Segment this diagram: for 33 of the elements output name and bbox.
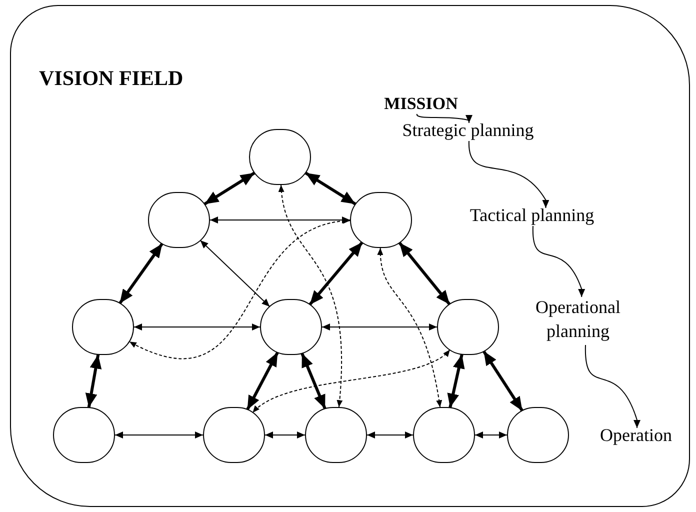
arrow xyxy=(532,226,586,298)
thick-arrow xyxy=(482,350,524,412)
thick-arrow xyxy=(300,352,326,410)
arrow xyxy=(366,432,414,438)
stage-label: Strategic planning xyxy=(373,121,563,139)
arrow xyxy=(264,432,306,438)
thick-arrow xyxy=(246,352,279,410)
thick-arrow xyxy=(447,354,465,408)
field-heading: VISION FIELD xyxy=(39,65,184,92)
thick-arrow xyxy=(85,354,102,408)
dashed-arrow xyxy=(378,248,442,408)
thick-arrow xyxy=(304,172,356,206)
dashed-arrow xyxy=(252,349,450,414)
vision-field-frame xyxy=(10,5,690,507)
thick-arrow xyxy=(308,241,364,306)
stage-label: Tactical planning xyxy=(441,206,623,224)
arrow xyxy=(322,324,438,330)
dashed-arrow xyxy=(128,218,350,360)
arrow xyxy=(585,344,640,428)
stage-label: MISSION xyxy=(371,95,471,112)
dashed-arrow xyxy=(278,184,342,408)
thick-arrow xyxy=(398,242,451,306)
arrow xyxy=(210,216,350,224)
arrow xyxy=(200,240,270,308)
stage-label: Operational planning xyxy=(513,295,643,343)
stage-label: Operation xyxy=(579,426,693,444)
arrow xyxy=(416,114,472,124)
arrow xyxy=(474,432,508,438)
thick-arrow xyxy=(204,172,256,206)
arrow xyxy=(134,324,260,330)
thick-arrow xyxy=(118,242,164,304)
arrow xyxy=(114,432,204,438)
arrow xyxy=(468,140,550,208)
